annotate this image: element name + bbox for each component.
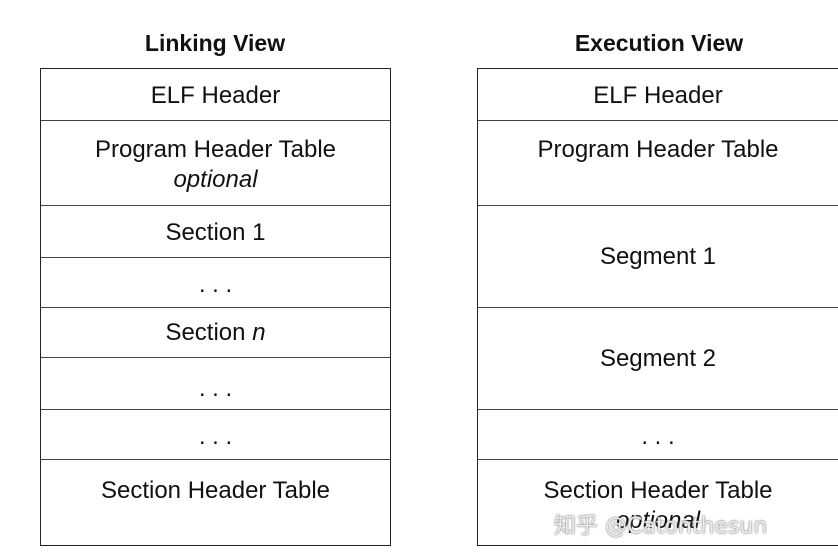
cell-label: Segment 2 [599,344,717,372]
cell-label: Segment 1 [599,242,717,270]
linking-cell-section-n: Section n [41,308,390,358]
cell-label: ELF Header [150,82,281,109]
execution-cell-segment-1: Segment 1 [478,206,838,308]
linking-cell-ellipsis-3: . . . [41,410,390,460]
cell-label: Program Header Table [94,136,337,163]
linking-cell-ellipsis-2: . . . [41,358,390,410]
linking-view-box: ELF Header Program Header Table optional… [40,68,391,546]
cell-sublabel: optional [173,166,258,193]
cell-label: Section 1 [165,219,266,246]
linking-cell-section-1: Section 1 [41,206,390,258]
linking-cell-ellipsis-1: . . . [41,258,390,308]
execution-cell-program-header-table: Program Header Table [478,121,838,206]
watermark-text: 知乎 @Catonthesun [554,514,768,539]
linking-cell-program-header-table: Program Header Table optional [41,121,390,206]
linking-view-title: Linking View [144,30,286,56]
execution-view-title: Execution View [574,30,744,56]
cell-label: Section [165,319,246,346]
execution-cell-segment-2: Segment 2 [478,308,838,410]
cell-label-italic: n [252,319,266,346]
cell-label: ELF Header [593,82,723,109]
cell-label: . . . [198,423,233,450]
cell-label-wrap: Section n [165,318,265,348]
execution-cell-section-header-table: Section Header Table optional [478,460,838,545]
cell-label: . . . [198,375,233,402]
cell-sublabel: optional [615,507,701,534]
cell-label: Section Header Table [100,477,331,504]
cell-label: . . . [641,423,675,450]
cell-label: Section Header Table [543,477,773,504]
cell-label: Program Header Table [537,136,779,163]
linking-cell-section-header-table: Section Header Table [41,460,390,545]
execution-view-box: ELF Header Program Header Table Segment … [477,68,838,546]
execution-cell-elf-header: ELF Header [478,69,838,121]
execution-cell-ellipsis: . . . [478,410,838,460]
cell-label: . . . [198,271,233,298]
linking-cell-elf-header: ELF Header [41,69,390,121]
